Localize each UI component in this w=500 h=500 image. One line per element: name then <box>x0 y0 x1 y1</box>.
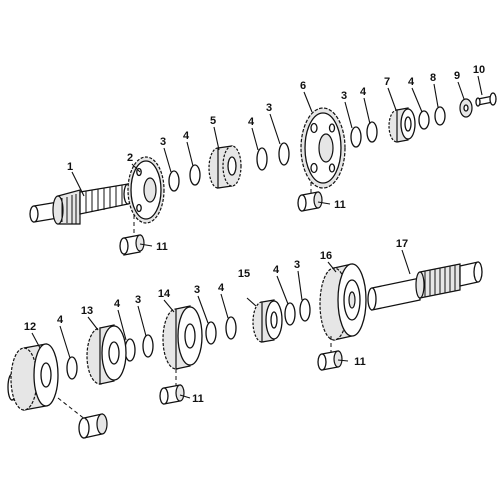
callout-5: 5 <box>210 115 216 127</box>
part-5-gear <box>208 145 242 189</box>
callout-3f: 3 <box>135 294 141 306</box>
callout-13: 13 <box>81 305 93 317</box>
callout-2: 2 <box>127 152 133 164</box>
callout-3a: 3 <box>160 136 166 148</box>
callout-9: 9 <box>454 70 460 82</box>
part-10-bolt <box>475 92 497 107</box>
part-16-gear <box>319 263 367 341</box>
callout-4d: 4 <box>408 76 415 88</box>
part-9-washer <box>459 98 473 118</box>
part-2-gear <box>127 156 165 224</box>
part-14-gear <box>162 305 203 370</box>
callout-11a: 11 <box>156 241 168 253</box>
callout-4f: 4 <box>218 282 225 294</box>
callout-11d: 11 <box>192 393 204 405</box>
callout-16: 16 <box>320 250 332 262</box>
part-11-bearing-c <box>317 350 343 371</box>
callout-4a: 4 <box>183 130 190 142</box>
lower-rings <box>66 298 311 380</box>
callout-6: 6 <box>300 80 306 92</box>
part-11-bearing-d <box>159 384 185 405</box>
callout-17: 17 <box>396 238 408 250</box>
callout-4c: 4 <box>360 86 367 98</box>
part-15-gear <box>252 299 283 343</box>
callout-12: 12 <box>24 321 36 333</box>
part-6-gear <box>300 107 346 189</box>
callout-8: 8 <box>430 72 436 84</box>
callout-3b: 3 <box>266 102 272 114</box>
callout-11b: 11 <box>334 199 346 211</box>
callout-10: 10 <box>473 64 485 76</box>
callout-1: 1 <box>67 161 73 173</box>
callout-3c: 3 <box>341 90 347 102</box>
callout-11c: 11 <box>354 356 366 368</box>
part-1-input-shaft <box>29 183 133 225</box>
callout-labels: 1 2 3 4 5 4 3 6 3 4 7 4 8 9 10 11 11 17 … <box>24 64 485 405</box>
callout-15: 15 <box>238 268 250 280</box>
callout-14: 14 <box>158 288 171 300</box>
part-7-gear <box>388 107 416 143</box>
callout-7: 7 <box>384 76 390 88</box>
part-13-gear <box>86 324 127 385</box>
part-12-gear <box>7 343 59 411</box>
callout-4b: 4 <box>248 116 255 128</box>
part-17-output-shaft <box>367 261 483 311</box>
callout-4g: 4 <box>114 298 121 310</box>
upper-rings <box>168 106 446 192</box>
leader-lines <box>31 75 483 399</box>
callout-4h: 4 <box>57 314 64 326</box>
callout-4e: 4 <box>273 264 280 276</box>
part-11-bearing-a <box>119 234 145 256</box>
part-bushing <box>78 413 108 439</box>
part-11-bearing-b <box>297 191 323 212</box>
callout-3e: 3 <box>194 284 200 296</box>
callout-3d: 3 <box>294 259 300 271</box>
